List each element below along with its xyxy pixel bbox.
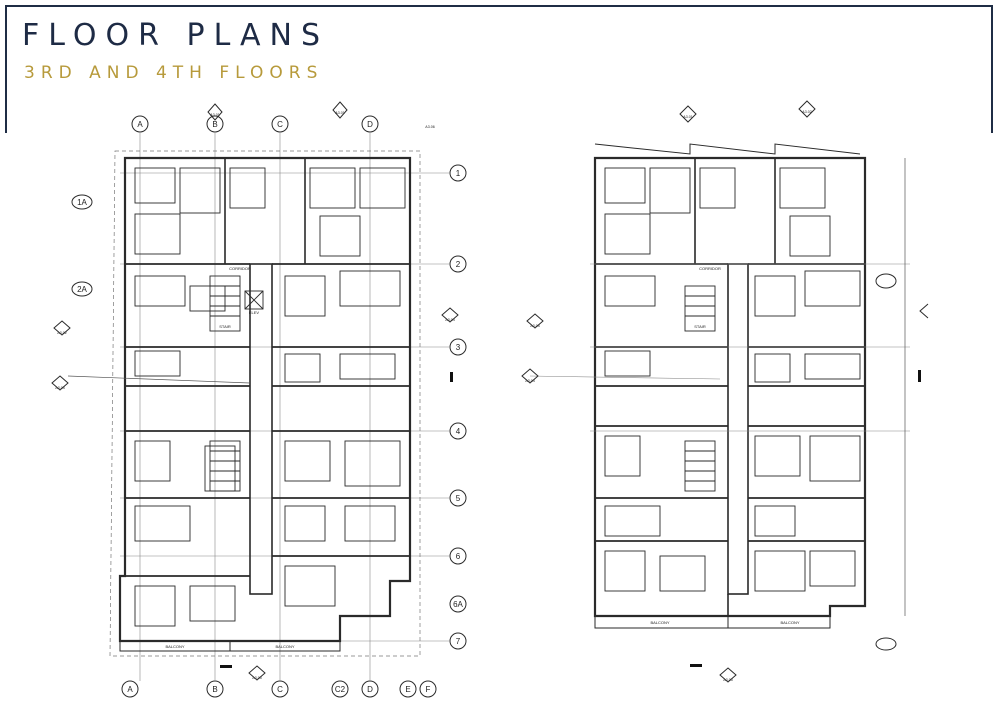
svg-text:A: A (137, 120, 143, 129)
floor-plan-right: A3.01 A3.02 A3.03 A3.04 A3.05 BALCONY BA… (510, 96, 930, 706)
svg-text:A3.06: A3.06 (425, 125, 434, 129)
svg-text:BALCONY: BALCONY (780, 620, 799, 625)
svg-text:STAIR: STAIR (694, 324, 706, 329)
svg-text:A3.04: A3.04 (445, 318, 454, 322)
svg-text:A3.05: A3.05 (252, 676, 261, 680)
svg-text:A3.05: A3.05 (723, 678, 732, 682)
floor-plan-left-drawing: A B C D A B C C2 D E F 1 2 3 4 5 6 6A 7 … (51, 101, 467, 698)
svg-text:D: D (367, 120, 373, 129)
floor-plan-right-drawing: A3.01 A3.02 A3.03 A3.04 A3.05 BALCONY BA… (521, 100, 929, 683)
svg-text:A3.04: A3.04 (525, 379, 534, 383)
svg-text:A: A (127, 685, 133, 694)
svg-text:7: 7 (456, 637, 461, 646)
svg-text:2: 2 (456, 260, 461, 269)
svg-text:CORRIDOR: CORRIDOR (699, 266, 721, 271)
svg-text:BALCONY: BALCONY (165, 644, 184, 649)
svg-text:BALCONY: BALCONY (650, 620, 669, 625)
svg-text:BALCONY: BALCONY (275, 644, 294, 649)
svg-text:B: B (212, 685, 217, 694)
svg-text:C2: C2 (335, 685, 346, 694)
svg-text:A3.02: A3.02 (57, 331, 66, 335)
svg-text:STAIR: STAIR (219, 324, 231, 329)
svg-text:A3.02: A3.02 (802, 110, 811, 114)
svg-text:CORRIDOR: CORRIDOR (229, 266, 251, 271)
svg-text:A3.01: A3.01 (335, 111, 344, 115)
svg-text:6: 6 (456, 552, 461, 561)
svg-text:A3.03: A3.03 (55, 386, 64, 390)
svg-text:C: C (277, 120, 283, 129)
svg-text:1A: 1A (77, 198, 87, 207)
svg-text:F: F (426, 685, 431, 694)
svg-text:1: 1 (456, 169, 461, 178)
svg-text:A3.01: A3.01 (683, 115, 692, 119)
svg-text:E: E (405, 685, 410, 694)
header-frame (5, 5, 993, 133)
svg-text:6A: 6A (453, 600, 463, 609)
svg-text:D: D (367, 685, 373, 694)
svg-text:B: B (212, 120, 217, 129)
svg-text:ELEV: ELEV (249, 310, 260, 315)
svg-text:A3.03: A3.03 (530, 324, 539, 328)
svg-text:A3.01: A3.01 (210, 113, 219, 117)
page-title: FLOOR PLANS (22, 18, 330, 53)
svg-text:2A: 2A (77, 285, 87, 294)
svg-text:C: C (277, 685, 283, 694)
page-subtitle: 3RD AND 4TH FLOORS (24, 63, 324, 83)
svg-text:3: 3 (456, 343, 461, 352)
svg-text:4: 4 (456, 427, 461, 436)
svg-text:5: 5 (456, 494, 461, 503)
floor-plan-left: A B C D A B C C2 D E F 1 2 3 4 5 6 6A 7 … (40, 96, 480, 706)
